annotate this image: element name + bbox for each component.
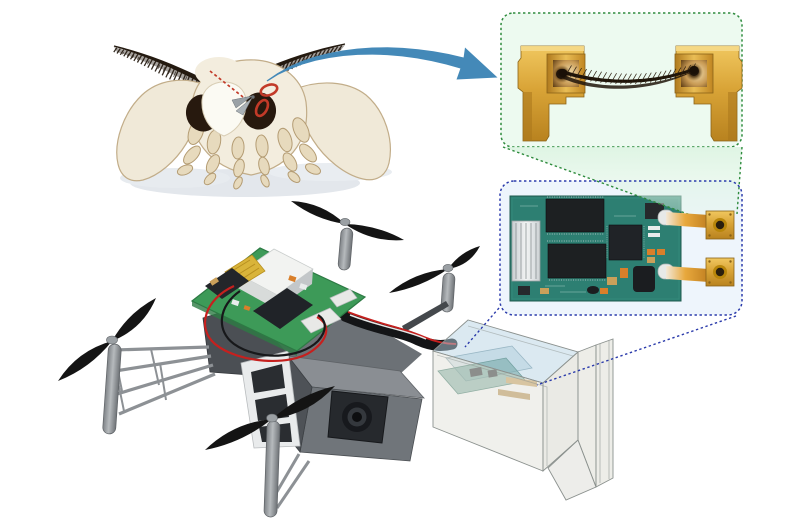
flex-cable-top xyxy=(657,209,709,228)
memory-chip xyxy=(547,243,607,279)
moth xyxy=(113,43,392,197)
signal-wire-black xyxy=(220,290,326,357)
sensor-board-box-border xyxy=(499,180,743,316)
antenna-closeup-callout xyxy=(500,12,743,148)
zoom-funnel-left-edge xyxy=(502,146,708,222)
flow-arrow xyxy=(266,47,498,82)
moth-antenna-specimen xyxy=(558,63,699,89)
camera xyxy=(327,390,389,444)
silkscreen xyxy=(520,205,636,293)
autopilot-board xyxy=(190,247,367,362)
specimen-barbs xyxy=(565,63,696,85)
zoom-funnel-right-edge xyxy=(736,146,743,215)
signal-wires xyxy=(204,284,328,362)
propeller-front xyxy=(205,386,335,450)
zoom-funnel-green xyxy=(503,147,742,221)
board-connector xyxy=(329,288,358,308)
moth-left-wing xyxy=(116,79,206,182)
moth-face xyxy=(201,81,247,137)
memory-chip xyxy=(545,198,605,233)
flex-cable-bottom xyxy=(657,263,709,282)
passive-components xyxy=(518,226,665,295)
board-chip xyxy=(205,268,249,299)
propeller-rear xyxy=(291,201,404,241)
moth-right-wing xyxy=(292,82,391,181)
rf-module-pins xyxy=(515,223,537,279)
propeller-right xyxy=(389,246,480,293)
eag-sensor-board xyxy=(509,195,682,302)
moth-legs xyxy=(176,117,321,190)
inductor xyxy=(633,266,655,292)
zoom-connector-left xyxy=(464,307,500,348)
antenna-socket-pad-top xyxy=(705,210,735,240)
moth-crown xyxy=(195,57,243,87)
antenna-socket-pad-bottom xyxy=(705,257,735,287)
cage-wind-funnel xyxy=(547,338,614,501)
sensor-board-callout xyxy=(499,146,743,316)
sensor-cage xyxy=(432,319,614,501)
board-small-parts xyxy=(209,275,308,311)
arm-right xyxy=(402,301,449,332)
board-chip xyxy=(253,288,313,329)
mcu-chip xyxy=(608,224,643,261)
zoom-connector-right xyxy=(536,315,737,386)
board-zoom-connectors xyxy=(464,307,737,386)
antenna-cut-line xyxy=(209,70,244,98)
electrode-left xyxy=(517,45,586,142)
scissors-icon xyxy=(231,83,279,118)
cage-box xyxy=(432,319,579,472)
propeller-left xyxy=(58,298,156,381)
motor-post-left xyxy=(102,343,122,435)
drone xyxy=(58,201,480,518)
signal-wire-red xyxy=(204,284,328,362)
motor-post-rear xyxy=(337,227,354,271)
landing-truss-left xyxy=(113,345,216,416)
